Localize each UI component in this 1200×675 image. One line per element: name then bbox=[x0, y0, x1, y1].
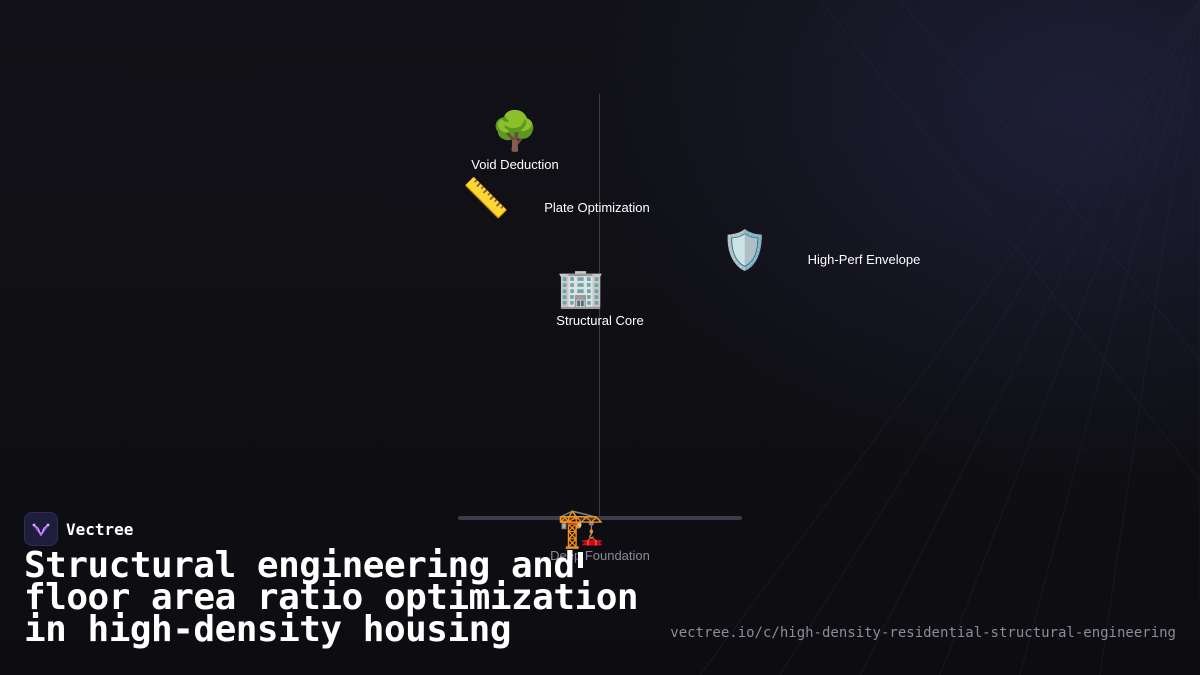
node-label-plate-optimization: Plate Optimization bbox=[544, 200, 650, 215]
crane-icon: 🏗️ bbox=[557, 508, 605, 550]
brand-name: Vectree bbox=[66, 519, 134, 539]
node-label-deep-foundation: Deep Foundation bbox=[550, 548, 650, 563]
page-title: Structural engineering and floor area ra… bbox=[24, 545, 639, 650]
ground-bar bbox=[458, 516, 742, 520]
vectree-logo-icon bbox=[24, 512, 58, 546]
node-label-structural-core: Structural Core bbox=[556, 313, 644, 328]
shield-icon: 🛡️ bbox=[721, 230, 769, 272]
node-label-void-deduction: Void Deduction bbox=[471, 157, 559, 172]
tree-icon: 🌳 bbox=[491, 111, 539, 153]
ruler-icon: 📏 bbox=[462, 178, 510, 220]
node-label-high-perf-envelope: High-Perf Envelope bbox=[807, 252, 921, 267]
vertical-axis-line bbox=[599, 94, 600, 518]
text-cursor bbox=[578, 552, 583, 568]
office-building-icon: 🏢 bbox=[557, 268, 605, 310]
brand: Vectree bbox=[24, 512, 133, 546]
page-url[interactable]: vectree.io/c/high-density-residential-st… bbox=[670, 625, 1176, 641]
